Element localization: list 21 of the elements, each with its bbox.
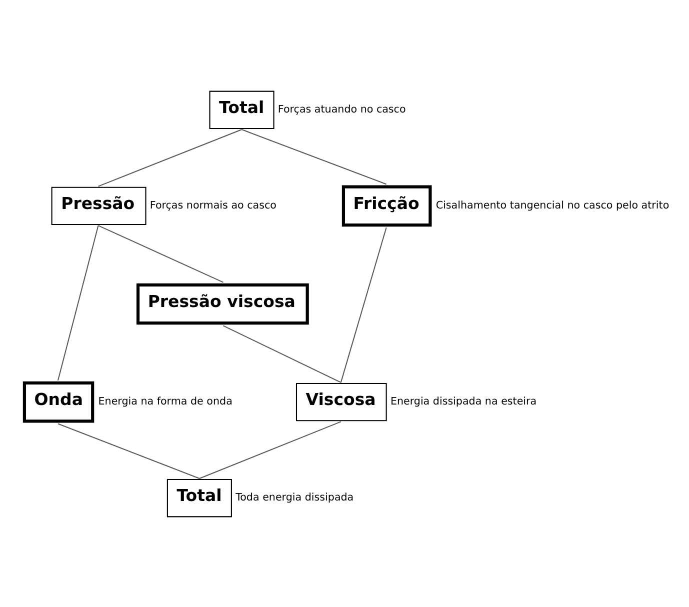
- node-box: Total: [209, 90, 274, 128]
- node-label: Energia na forma de onda: [98, 395, 232, 408]
- node-box: Pressão: [51, 186, 146, 225]
- node-box: Pressão viscosa: [136, 282, 309, 324]
- connector: [242, 128, 386, 184]
- connector: [199, 420, 342, 478]
- connector: [222, 324, 342, 382]
- node-box: Total: [166, 478, 232, 517]
- connector: [58, 422, 200, 478]
- node-label: Forças atuando no casco: [278, 102, 406, 115]
- node-label: Cisalhamento tangencial no casco pelo atrito: [436, 199, 670, 211]
- node-box: Onda: [22, 380, 94, 422]
- connector: [98, 128, 242, 186]
- node-label: Forças normais ao casco: [150, 199, 276, 211]
- node-label: Toda energia dissipada: [236, 491, 354, 504]
- connector: [340, 226, 387, 382]
- node-label: Energia dissipada na esteira: [390, 395, 537, 408]
- connector: [98, 224, 224, 282]
- node-box: Viscosa: [296, 382, 387, 421]
- node-box: Fricção: [342, 184, 432, 226]
- connector: [58, 224, 99, 380]
